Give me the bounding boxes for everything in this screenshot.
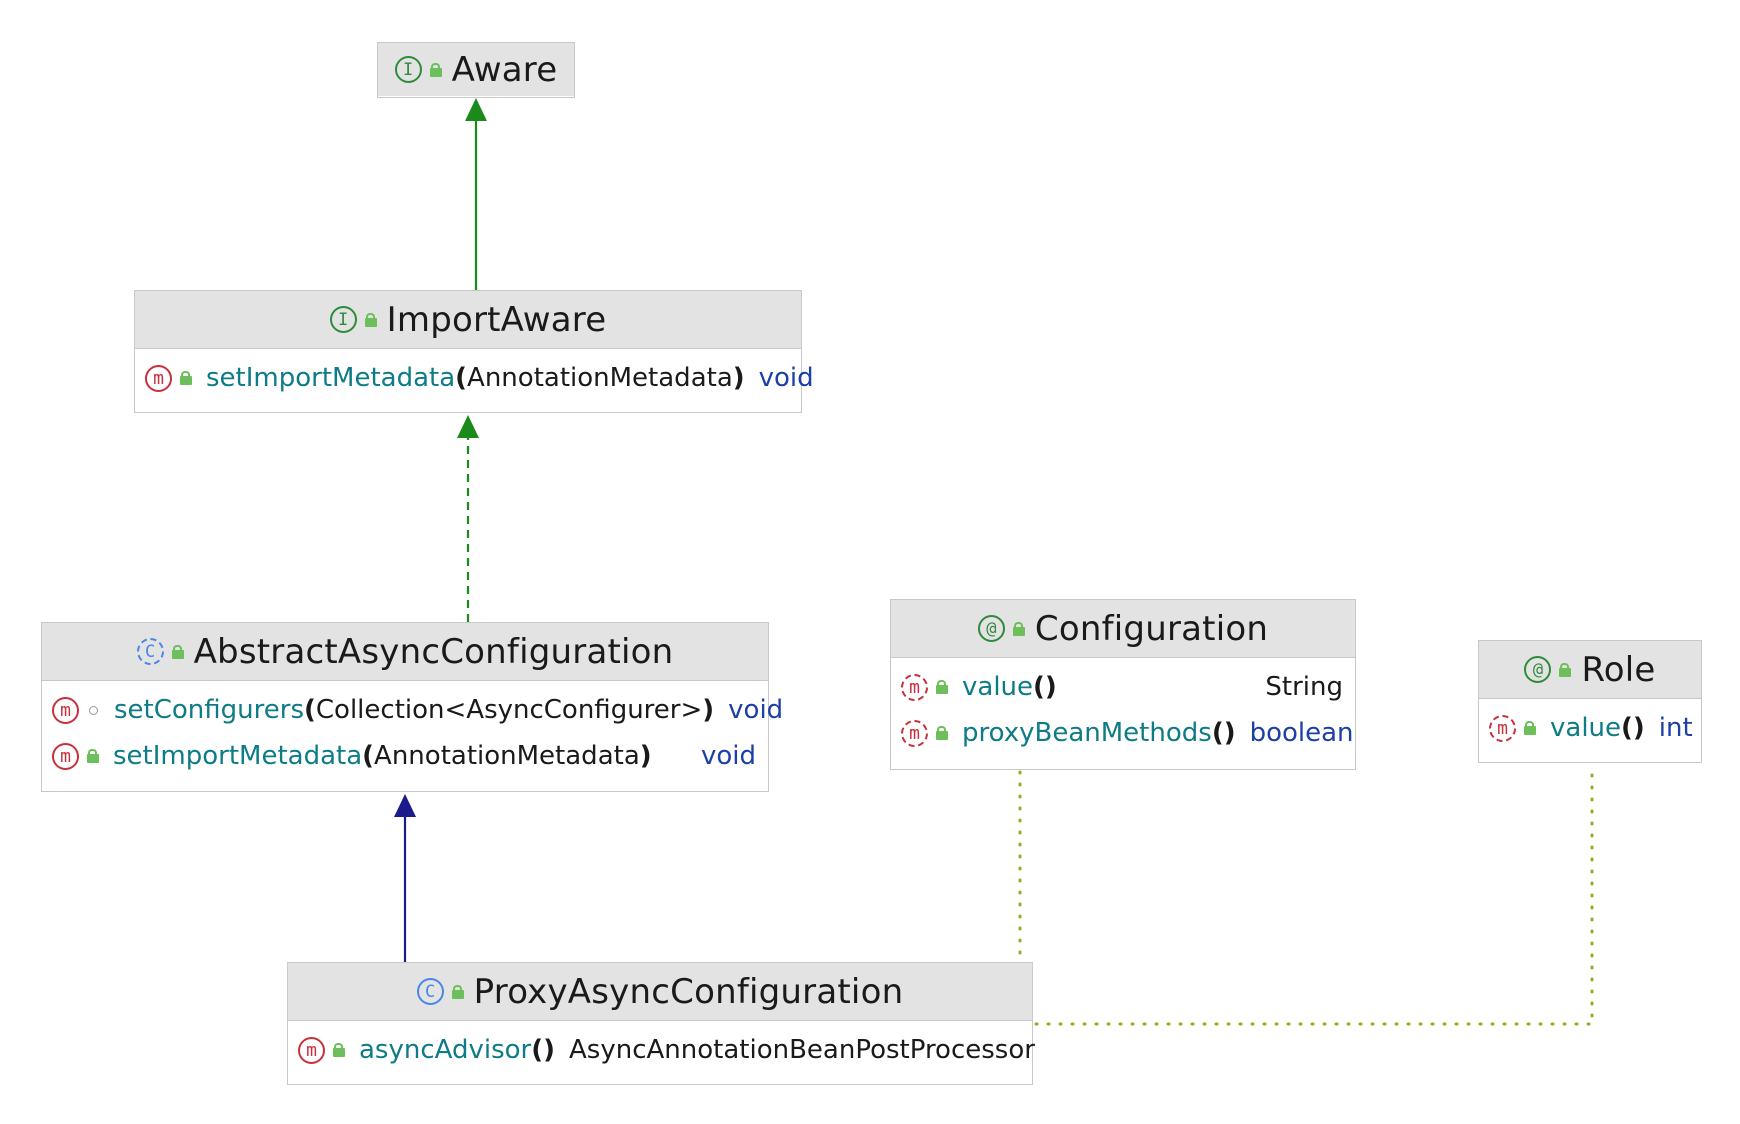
node-header-importaware: I ImportAware (135, 291, 801, 349)
method-name: value (962, 672, 1034, 702)
abstract-class-icon: C (136, 638, 164, 665)
node-title-aware: Aware (451, 49, 558, 90)
method-name: setImportMetadata (113, 741, 363, 771)
method-row[interactable]: m setConfigurers (Collection<AsyncConfig… (42, 687, 783, 733)
public-lock-icon (180, 371, 192, 385)
node-importaware[interactable]: I ImportAware m setImportMetadata (Annot… (134, 290, 814, 413)
method-row[interactable]: m setImportMetadata (AnnotationMetadata)… (135, 355, 814, 401)
node-header-proxyasyncconfiguration: C ProxyAsyncConfiguration (288, 963, 1032, 1021)
method-params: AnnotationMetadata (374, 741, 640, 771)
node-role[interactable]: @ Role m value () int (1478, 640, 1702, 763)
interface-icon: I (394, 56, 422, 83)
method-icon: m (52, 742, 79, 770)
method-return-type: String (1265, 672, 1343, 702)
method-return-type: void (700, 741, 756, 771)
node-abstractasyncconfiguration[interactable]: C AbstractAsyncConfiguration m setConfig… (41, 622, 783, 792)
method-icon: m (901, 719, 928, 747)
node-header-configuration: @ Configuration (891, 600, 1355, 658)
class-icon: C (416, 978, 444, 1005)
method-name: proxyBeanMethods (962, 718, 1212, 748)
annotation-icon: @ (1524, 656, 1552, 683)
public-lock-icon (364, 312, 377, 327)
method-row[interactable]: m asyncAdvisor () AsyncAnnotationBeanPos… (288, 1027, 1035, 1073)
method-icon: m (1489, 714, 1516, 742)
method-row[interactable]: m value () String (891, 664, 1355, 710)
method-icon: m (52, 696, 79, 724)
arrowhead-aware (465, 98, 487, 121)
interface-icon: I (329, 306, 357, 333)
method-name: setConfigurers (114, 695, 304, 725)
package-private-icon (89, 705, 98, 715)
method-icon: m (145, 364, 172, 392)
public-lock-icon (936, 726, 948, 740)
annotation-icon: @ (977, 615, 1005, 642)
public-lock-icon (1524, 721, 1536, 735)
node-title-proxyasyncconfiguration: ProxyAsyncConfiguration (473, 971, 904, 1012)
node-proxyasyncconfiguration[interactable]: C ProxyAsyncConfiguration m asyncAdvisor… (287, 962, 1035, 1085)
method-icon: m (901, 673, 928, 701)
method-return-type: void (758, 363, 814, 393)
method-row[interactable]: m proxyBeanMethods () boolean (891, 710, 1355, 756)
public-lock-icon (171, 644, 184, 659)
method-return-type: boolean (1249, 718, 1354, 748)
node-title-importaware: ImportAware (386, 299, 607, 340)
node-header-abstractasyncconfiguration: C AbstractAsyncConfiguration (42, 623, 768, 681)
public-lock-icon (429, 62, 442, 77)
public-lock-icon (451, 984, 464, 999)
method-return-type: AsyncAnnotationBeanPostProcessor (569, 1035, 1035, 1065)
method-row[interactable]: m value () int (1479, 705, 1701, 751)
node-title-configuration: Configuration (1034, 608, 1269, 649)
method-return-type: void (728, 695, 784, 725)
method-params: Collection<AsyncConfigurer> (315, 695, 703, 725)
method-return-type: int (1658, 713, 1693, 743)
method-row[interactable]: m setImportMetadata (AnnotationMetadata)… (42, 733, 768, 779)
node-header-role: @ Role (1479, 641, 1701, 699)
node-header-aware: I Aware (378, 43, 574, 96)
public-lock-icon (87, 749, 99, 763)
public-lock-icon (333, 1043, 345, 1057)
arrowhead-importaware (457, 415, 479, 438)
node-aware[interactable]: I Aware (377, 42, 575, 98)
public-lock-icon (1559, 662, 1572, 677)
method-name: setImportMetadata (206, 363, 456, 393)
node-title-abstractasyncconfiguration: AbstractAsyncConfiguration (193, 631, 674, 672)
method-name: asyncAdvisor (359, 1035, 532, 1065)
node-title-role: Role (1581, 649, 1656, 690)
edge-proxyasync-annotated-role (1034, 772, 1594, 1026)
node-configuration[interactable]: @ Configuration m value () String m prox… (890, 599, 1356, 770)
method-name: value (1550, 713, 1622, 743)
public-lock-icon (1012, 621, 1025, 636)
method-icon: m (298, 1036, 325, 1064)
public-lock-icon (936, 680, 948, 694)
arrowhead-abstractasync (394, 794, 416, 817)
method-params: AnnotationMetadata (467, 363, 733, 393)
